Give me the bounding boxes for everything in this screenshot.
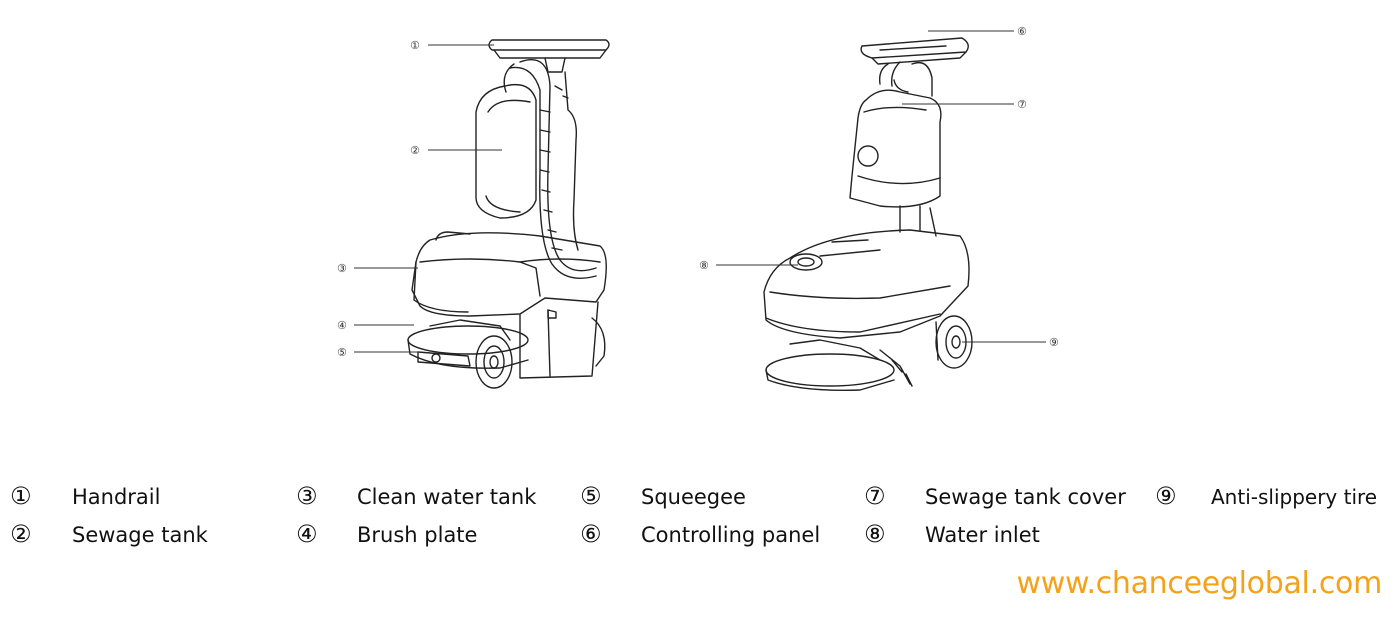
callout-7: ⑦ [1017, 98, 1027, 111]
legend-num-3: ③ [296, 482, 318, 510]
callout-8: ⑧ [699, 259, 709, 272]
legend-label-squeegee: Squeegee [641, 485, 746, 509]
legend-label-anti-slippery-tire: Anti-slippery tire [1211, 485, 1378, 509]
legend-label-sewage-tank: Sewage tank [72, 523, 208, 547]
legend-num-8: ⑧ [864, 520, 886, 548]
legend-num-9: ⑨ [1155, 482, 1177, 510]
legend-num-1: ① [10, 482, 32, 510]
legend-label-water-inlet: Water inlet [925, 523, 1040, 547]
callout-4: ④ [337, 319, 347, 332]
callout-5: ⑤ [337, 346, 347, 359]
callout-3: ③ [337, 262, 347, 275]
legend-label-controlling-panel: Controlling panel [641, 523, 821, 547]
legend-num-7: ⑦ [864, 482, 886, 510]
scrubber-diagram: ① ② ③ ④ ⑤ ⑥ ⑦ ⑧ ⑨ [337, 25, 1059, 391]
left-machine-illustration [407, 39, 610, 389]
website-url: www.chanceeglobal.com [1016, 566, 1382, 601]
callout-6: ⑥ [1017, 25, 1027, 38]
legend-label-clean-water-tank: Clean water tank [357, 485, 537, 509]
legend-label-brush-plate: Brush plate [357, 523, 478, 547]
callout-2: ② [410, 144, 420, 157]
right-machine-illustration [763, 37, 973, 391]
legend-num-4: ④ [296, 520, 318, 548]
legend-num-6: ⑥ [580, 520, 602, 548]
legend-label-handrail: Handrail [72, 485, 161, 509]
legend-num-2: ② [10, 520, 32, 548]
legend-label-sewage-tank-cover: Sewage tank cover [925, 485, 1126, 509]
callout-1: ① [410, 39, 420, 52]
callout-9: ⑨ [1049, 336, 1059, 349]
legend-num-5: ⑤ [580, 482, 602, 510]
